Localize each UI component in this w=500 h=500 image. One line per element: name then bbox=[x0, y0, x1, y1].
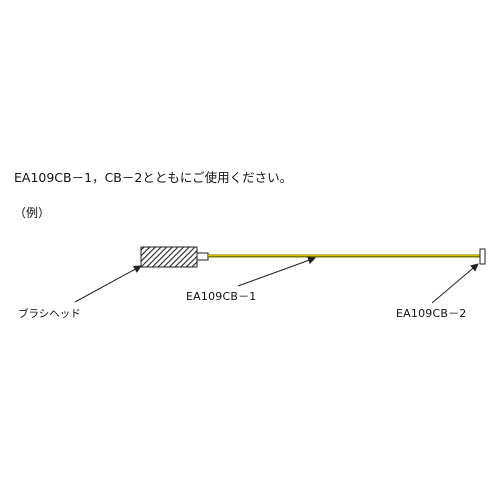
label-brush-head: ブラシヘッド bbox=[18, 308, 81, 320]
brush-head bbox=[140, 246, 198, 268]
arrow-cb2 bbox=[431, 263, 479, 304]
intro-text: EA109CB－1，CB－2とともにご使用ください。 bbox=[14, 170, 293, 185]
label-cb2: EA109CB－2 bbox=[396, 307, 467, 320]
arrow-cb1 bbox=[237, 256, 316, 287]
arrow-brush-head bbox=[74, 265, 142, 303]
end-terminal-cb2 bbox=[479, 248, 486, 265]
label-cb1: EA109CB－1 bbox=[186, 290, 257, 303]
example-label: （例） bbox=[14, 206, 51, 220]
brush-ferrule bbox=[196, 252, 209, 261]
